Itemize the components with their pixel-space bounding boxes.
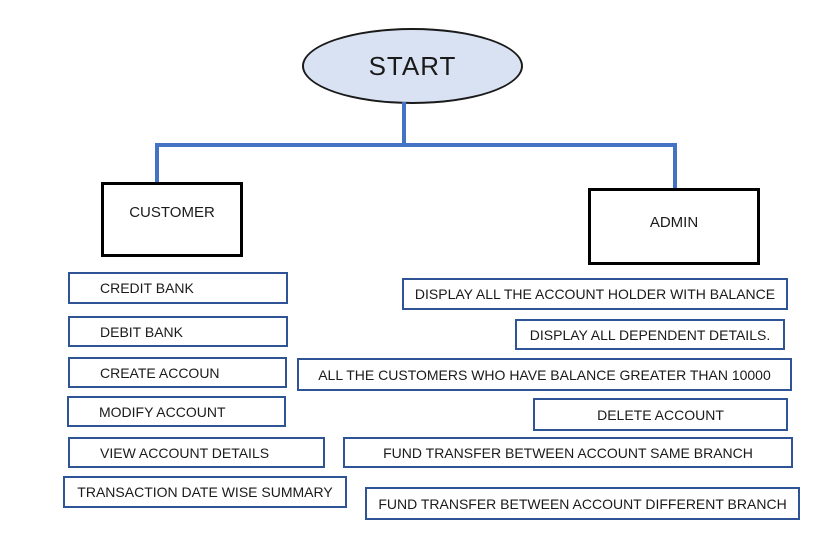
admin-node: ADMIN <box>588 188 760 265</box>
connector-horizontal <box>155 143 677 147</box>
admin-item-delete-account: DELETE ACCOUNT <box>533 398 788 431</box>
customer-item-transaction-date-wise-summary: TRANSACTION DATE WISE SUMMARY <box>63 476 347 508</box>
customer-item-create-account: CREATE ACCOUN <box>68 357 287 388</box>
connector-start-stem <box>402 102 406 144</box>
customer-item-modify-account: MODIFY ACCOUNT <box>67 396 286 427</box>
admin-item-customers-balance-greater-10000: ALL THE CUSTOMERS WHO HAVE BALANCE GREAT… <box>297 358 792 391</box>
admin-item-fund-transfer-same-branch: FUND TRANSFER BETWEEN ACCOUNT SAME BRANC… <box>343 437 793 468</box>
connector-customer-drop <box>155 143 159 183</box>
admin-item-fund-transfer-different-branch: FUND TRANSFER BETWEEN ACCOUNT DIFFERENT … <box>365 487 800 520</box>
customer-node: CUSTOMER <box>101 182 243 257</box>
connector-admin-drop <box>673 143 677 189</box>
admin-item-display-account-holders-with-balance: DISPLAY ALL THE ACCOUNT HOLDER WITH BALA… <box>402 278 788 310</box>
customer-item-view-account-details: VIEW ACCOUNT DETAILS <box>68 437 325 468</box>
admin-item-display-dependent-details: DISPLAY ALL DEPENDENT DETAILS. <box>515 319 785 350</box>
start-node: START <box>302 28 523 104</box>
customer-item-debit-bank: DEBIT BANK <box>68 316 288 347</box>
customer-item-credit-bank: CREDIT BANK <box>68 272 288 304</box>
